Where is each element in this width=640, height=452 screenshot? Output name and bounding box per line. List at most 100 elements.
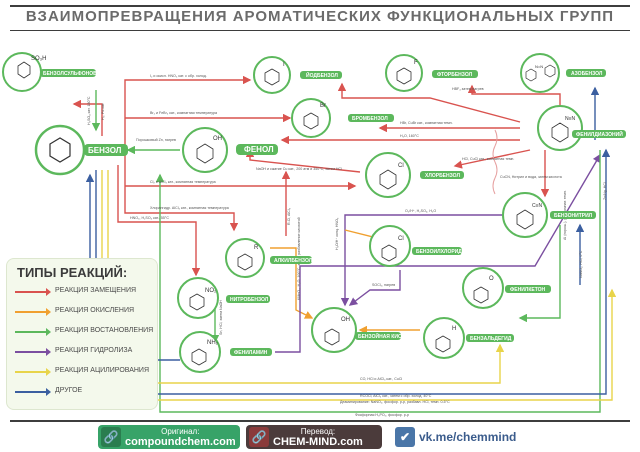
- arrow-nitrile-to-aldehyde: [518, 225, 561, 323]
- label-benzoicacid: БЕНЗОЙНАЯ КИСЛОТА: [358, 332, 416, 340]
- label-benzoylchloride: БЕНЗОИЛХЛОРИД: [416, 249, 462, 255]
- arrow-nitrile-to-benzoic: [340, 214, 510, 307]
- cond-sandmeyer-cl: HCl, CuCl кат., комнатная темп.: [462, 157, 514, 161]
- cond-bromination: Br₂ и FeBr₃ кат., комнатная температура: [150, 111, 217, 115]
- atom-r: R: [254, 245, 259, 251]
- cond-sulfonation: H₂SO₄ кат. 180°C: [87, 96, 91, 125]
- legend-title: ТИПЫ РЕАКЦИЙ:: [17, 265, 128, 280]
- atom-co: O: [489, 276, 494, 282]
- node-phenol: OH ФЕНОЛ: [182, 127, 278, 173]
- legend-label: ДРУГОЕ: [55, 387, 83, 394]
- vk-handle: vk.me/chemmind: [419, 430, 517, 444]
- original-link[interactable]: 🔗 Оригинал: compoundchem.com: [98, 425, 240, 449]
- legend-line: [15, 288, 51, 296]
- cond-clemmensen: Zn/Hg, HCl: [603, 182, 607, 200]
- label-alkylbenzene: АЛКИЛБЕНЗОЛ: [274, 258, 313, 264]
- atom-so3h: SO₃H: [31, 56, 46, 62]
- label-benzonitrile: БЕНЗОНИТРИЛ: [554, 213, 593, 219]
- atom-cocl: Cl: [398, 236, 404, 242]
- vk-link[interactable]: ✔ vk.me/chemmind: [392, 425, 534, 449]
- label-chlorobenzene: ХЛОРБЕНЗОЛ: [425, 173, 460, 179]
- cond-chlorination: Cl₂ и AlCl₃ кат., комнатная температура: [150, 180, 216, 184]
- cond-gattermann: CO, HCl и AlCl₃ кат., CuCl: [360, 377, 402, 381]
- legend-panel: ТИПЫ РЕАКЦИЙ: РЕАКЦИЯ ЗАМЕЩЕНИЯ РЕАКЦИЯ …: [6, 258, 158, 410]
- legend-label: РЕАКЦИЯ ВОСТАНОВЛЕНИЯ: [55, 327, 154, 334]
- arrow-aniline-to-diazonium: [275, 153, 601, 353]
- legend-label: РЕАКЦИЯ ЗАМЕЩЕНИЯ: [55, 287, 137, 294]
- arrow-reduction-bottom: [155, 150, 601, 413]
- node-nitrobenzene: NO₂ НИТРОБЕНЗОЛ: [177, 277, 270, 319]
- cond-alkylation: Хлорангидр. AlCl₃ кат., комнатная темпер…: [150, 206, 229, 210]
- node-benzoylchloride: Cl БЕНЗОИЛХЛОРИД: [369, 225, 462, 267]
- legend-label: РЕАКЦИЯ ОКИСЛЕНИЯ: [55, 307, 135, 314]
- atom-oh: OH: [213, 136, 222, 142]
- translation-link[interactable]: 🔗 Перевод: CHEM-MIND.com: [246, 425, 382, 449]
- cond-iodination: I₂ и окисл. HNO₃ кат. с обр. холод.: [150, 74, 207, 78]
- cond-sn-hcl: Sn, HCl, затем NaOH: [219, 300, 223, 335]
- vk-icon: ✔: [395, 427, 415, 447]
- legend-item-reduction: РЕАКЦИЯ ВОСТАНОВЛЕНИЯ: [15, 325, 155, 339]
- footer-rule: [10, 420, 630, 422]
- translation-site: CHEM-MIND.com: [273, 436, 363, 448]
- legend-line: [15, 368, 51, 376]
- node-alkylbenzene: R АЛКИЛБЕНЗОЛ: [225, 238, 313, 278]
- cond-nitration: HNO₃, H₂SO₄ кат., 55°C: [130, 216, 169, 220]
- original-label: Оригинал:: [161, 427, 200, 436]
- node-diazonium: N≡N ФЕНИЛДИАЗОНИЙ: [537, 105, 626, 151]
- cond-nano2: NaNO₂, HCl, 0°C: [579, 250, 583, 278]
- page-title: ВЗАИМОПРЕВРАЩЕНИЯ АРОМАТИЧЕСКИХ ФУНКЦИОН…: [25, 8, 615, 25]
- node-benzenesulfonic: SO₃H БЕНЗОЛСУЛЬФОНОВАЯ КИСЛОТА: [2, 52, 129, 92]
- legend-label: РЕАКЦИЯ АЦИЛИРОВАНИЯ: [55, 367, 150, 374]
- label-aniline: ФЕНИЛАМИН: [234, 350, 268, 356]
- link-icon: 🔗: [101, 427, 121, 447]
- node-benzoicacid: OH БЕНЗОЙНАЯ КИСЛОТА: [311, 307, 416, 353]
- atom-cho: H: [452, 326, 456, 332]
- node-chlorobenzene: Cl ХЛОРБЕНЗОЛ: [365, 152, 464, 198]
- cond-h2-pd: H₂, Pd кат.: [101, 103, 105, 120]
- atom-br: Br: [320, 103, 326, 109]
- original-site: compoundchem.com: [125, 436, 236, 448]
- cond-nitrile-hydrolysis: O₂/H⁺, H₂SO₄, H₂O: [405, 209, 436, 213]
- cond-socl2: SOCl₂, нагрев: [372, 283, 395, 287]
- title-rule-top: [10, 5, 630, 7]
- cond-dow: NaOH и сжатие Cu кат., 200 атм и 350°C, …: [256, 167, 342, 171]
- atom-cl: Cl: [398, 163, 404, 169]
- label-azobenzene: АЗОБЕНЗОЛ: [571, 71, 603, 77]
- legend-item-other: ДРУГОЕ: [15, 385, 155, 399]
- atom-cooh: OH: [341, 317, 350, 323]
- atom-no2: NO₂: [205, 288, 217, 294]
- arrow-to-nitrobenzene: [117, 165, 201, 277]
- label-diazonium: ФЕНИЛДИАЗОНИЙ: [576, 130, 623, 138]
- node-iodobenzene: I ЙОДБЕНЗОЛ: [253, 56, 342, 94]
- arrow-diazonium-to-iodo: [337, 82, 521, 123]
- label-benzaldehyde: БЕНЗАЛЬДЕГИД: [470, 336, 512, 342]
- node-fluorobenzene: F ФТОРБЕНЗОЛ: [385, 54, 478, 92]
- atom-n2: N≡N: [565, 116, 576, 122]
- node-benzaldehyde: H БЕНЗАЛЬДЕГИД: [423, 317, 514, 359]
- cond-rcl: R-Cl, AlCl₃: [287, 207, 291, 225]
- cond-h3po2: Фосфорная H₃PO₂, фосфор. р-р: [355, 413, 409, 417]
- atom-i: I: [283, 62, 285, 68]
- atom-cn: C≡N: [532, 203, 543, 209]
- node-bromobenzene: Br БРОМБЕНЗОЛ: [291, 98, 394, 138]
- cond-sandmeyer-cn: CuCN, Нитрил и вода, затем кислота: [500, 175, 562, 179]
- wavy-line: [492, 129, 498, 195]
- legend-line: [15, 348, 51, 356]
- legend-item-acylation: РЕАКЦИЯ АЦИЛИРОВАНИЯ: [15, 365, 155, 379]
- node-benzonitrile: C≡N БЕНЗОНИТРИЛ: [502, 192, 596, 238]
- label-iodobenzene: ЙОДБЕНЗОЛ: [306, 71, 338, 79]
- legend-label: РЕАКЦИЯ ГИДРОЛИЗА: [55, 347, 133, 354]
- title-rule-bottom: [10, 30, 630, 31]
- cond-zn: Порошковый Zn, нагрев: [136, 138, 176, 142]
- label-phenylketone: ФЕНИЛКЕТОН: [510, 287, 546, 293]
- legend-line: [15, 388, 51, 396]
- cond-friedel-acyl: RCOCl, AlCl₃ кат., затем с обр. холод. 4…: [360, 394, 432, 398]
- label-benzene: БЕНЗОЛ: [88, 146, 122, 155]
- legend-item-hydrolysis: РЕАКЦИЯ ГИДРОЛИЗА: [15, 345, 155, 359]
- legend-item-oxidation: РЕАКЦИЯ ОКИСЛЕНИЯ: [15, 305, 155, 319]
- link-icon: 🔗: [249, 427, 269, 447]
- atom-azo: N=N: [535, 64, 543, 69]
- cond-deamination: Деаминирование: NaNO₂, фосфор. р-р, разб…: [340, 400, 450, 404]
- node-benzene: БЕНЗОЛ: [34, 124, 128, 176]
